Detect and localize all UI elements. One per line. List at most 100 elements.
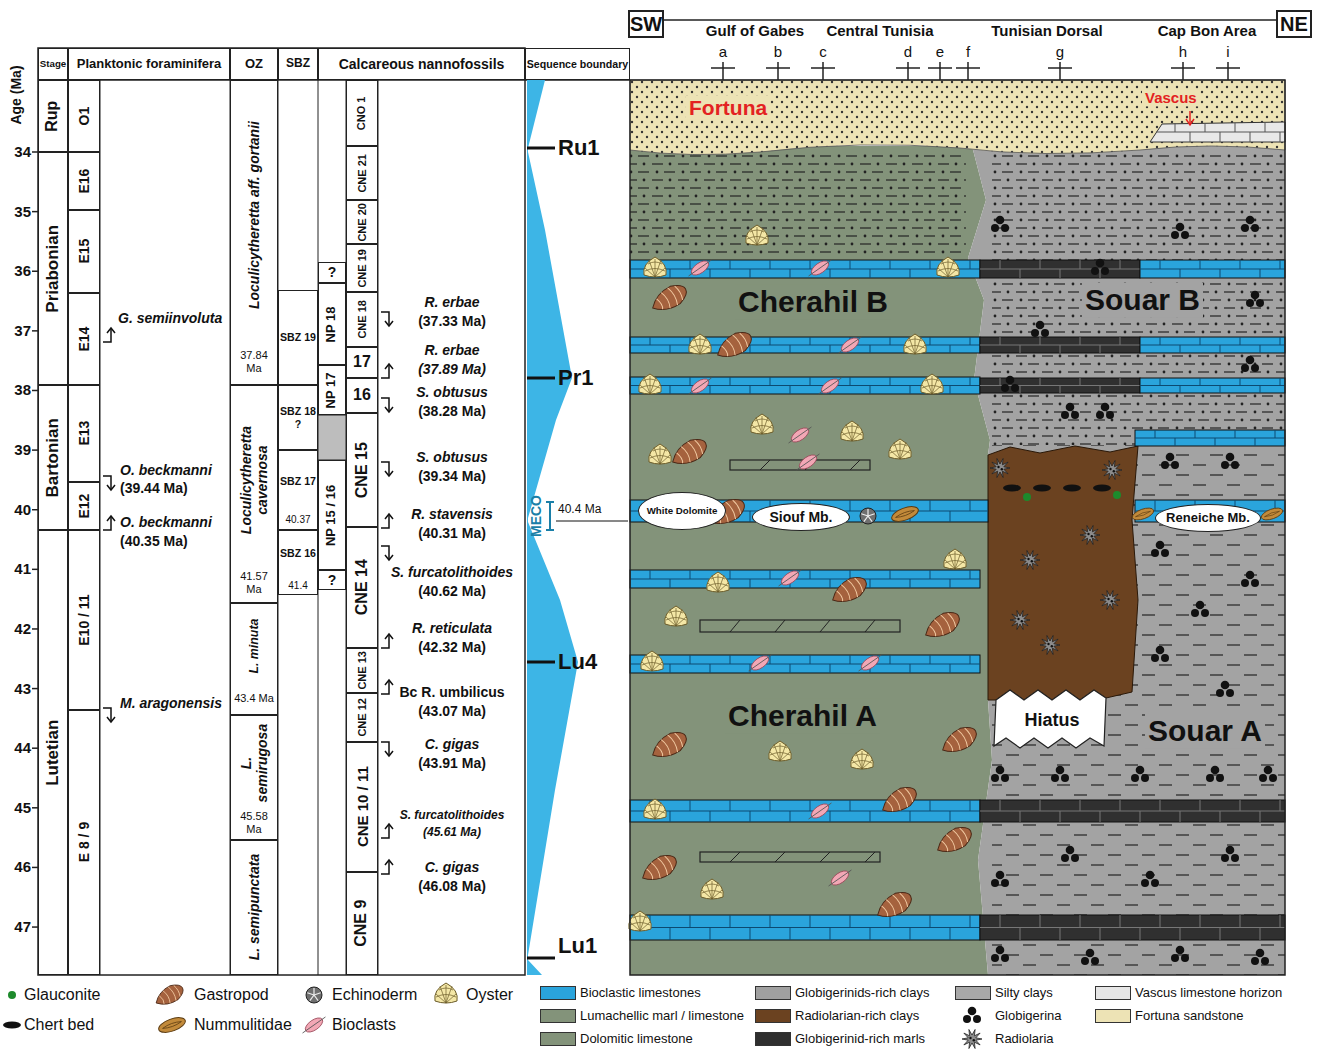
header-cell: SW	[628, 10, 664, 38]
chart-graphic	[1231, 461, 1239, 469]
gastropod-symbol	[152, 981, 186, 1010]
zone-cell: CNE 9	[346, 872, 378, 975]
chart-graphic	[1136, 766, 1145, 775]
chart-graphic	[930, 915, 931, 928]
chart-graphic	[1001, 468, 1003, 470]
chert-symbol	[1093, 485, 1111, 492]
chart-graphic	[1221, 461, 1229, 469]
chart-graphic	[710, 269, 711, 278]
nummulite-symbol	[890, 504, 920, 525]
globigerina-symbol	[991, 216, 1009, 232]
chart-graphic	[956, 67, 980, 69]
cell-text: SW	[630, 13, 662, 36]
oyster-symbol	[435, 983, 458, 1003]
chart-graphic	[1006, 376, 1015, 385]
chart-graphic	[889, 439, 912, 459]
locality-label: Central Tunisia	[826, 22, 933, 39]
oyster-symbol	[937, 257, 960, 277]
gastropod-symbol	[921, 607, 964, 643]
chart-graphic	[810, 570, 811, 579]
chart-graphic	[1181, 231, 1189, 239]
chart-graphic	[905, 336, 925, 354]
zone-cell: E10 / 11	[68, 530, 100, 710]
marker-label: Bc R. umbilicus	[399, 684, 504, 700]
chart-graphic	[790, 269, 791, 278]
chart-graphic	[1221, 854, 1229, 862]
chart-graphic	[385, 751, 393, 756]
chart-graphic	[1166, 453, 1175, 462]
radiolaria-symbol	[1040, 636, 1060, 655]
member-ellipse: Reneiche Mb.	[1155, 504, 1261, 532]
cell-text: SBZ 18 ?	[279, 405, 317, 429]
axis-label: 41	[14, 561, 31, 578]
chart-graphic	[1059, 62, 1061, 80]
cell-text: CNE 14	[353, 559, 371, 615]
chart-graphic	[841, 421, 864, 441]
chart-graphic	[649, 444, 672, 464]
zone-cell: NP 17	[318, 365, 346, 415]
chart-graphic	[930, 655, 931, 664]
chart-graphic	[1250, 132, 1251, 142]
chart-graphic	[1221, 681, 1230, 690]
limestone-band	[630, 915, 980, 940]
chart-graphic	[970, 570, 971, 579]
chart-graphic	[809, 801, 831, 821]
chart-graphic	[1190, 132, 1191, 142]
chart-graphic	[1201, 609, 1209, 617]
chart-graphic	[689, 258, 711, 278]
limestone-band	[1140, 378, 1285, 393]
oyster-symbol	[921, 374, 944, 394]
oyster-symbol	[689, 334, 712, 354]
globigerina-symbol	[1206, 766, 1224, 782]
oyster-symbol	[751, 414, 774, 434]
locality-label: i	[1226, 43, 1229, 60]
gastropod-symbol	[873, 887, 916, 923]
chart-graphic	[939, 62, 941, 80]
marker-label: S. furcatolithoides	[400, 809, 505, 823]
chart-graphic	[1180, 269, 1181, 278]
chart-graphic	[870, 579, 871, 588]
cell-text: Rup	[44, 100, 62, 131]
echinoderm-symbol	[860, 508, 876, 524]
cell-text: Planktonic foraminifera	[77, 57, 221, 72]
chart-graphic	[945, 726, 975, 755]
axis-label: 42	[14, 620, 31, 637]
limestone-band	[980, 337, 1140, 353]
chart-graphic	[864, 516, 868, 522]
bioclast-symbol	[746, 651, 775, 675]
chart-graphic	[670, 811, 671, 822]
chart-graphic	[962, 1030, 982, 1049]
chart-graphic	[1200, 337, 1201, 345]
chart-graphic	[860, 508, 876, 524]
chart-graphic	[830, 664, 831, 673]
globigerina-symbol	[1031, 321, 1049, 337]
chart-graphic	[1180, 386, 1181, 394]
chart-graphic	[829, 868, 851, 888]
marker-label: G. semiinvoluta	[118, 310, 222, 326]
marker-label: 41.4	[288, 580, 307, 592]
chart-graphic	[385, 824, 393, 829]
cell-text: E14	[76, 327, 92, 352]
chart-graphic	[1001, 774, 1009, 782]
marker-label: (37.89 Ma)	[418, 361, 486, 377]
radiolaria-symbol	[1020, 551, 1040, 570]
chart-graphic	[859, 655, 882, 671]
limestone-band	[980, 800, 1285, 822]
cell-text: SBZ 19	[280, 331, 316, 343]
chart-graphic	[973, 1039, 975, 1041]
chart-graphic	[1101, 403, 1110, 412]
limestone-band	[980, 260, 1140, 278]
axis-label: 46	[14, 859, 31, 876]
chart-graphic	[1040, 636, 1060, 655]
bioclast-symbol	[786, 423, 815, 447]
datum-arrow	[381, 312, 393, 326]
chart-graphic	[1241, 579, 1249, 587]
legend-text: Bioclasts	[332, 1016, 396, 1034]
chart-graphic	[655, 731, 685, 760]
zone-cell: ?	[318, 570, 346, 590]
chart-graphic	[1066, 403, 1075, 412]
radiolaria-symbol	[990, 459, 1010, 478]
chart-graphic	[1135, 438, 1285, 439]
marker-label: R. reticulata	[412, 620, 492, 636]
limestone-band	[630, 570, 980, 588]
